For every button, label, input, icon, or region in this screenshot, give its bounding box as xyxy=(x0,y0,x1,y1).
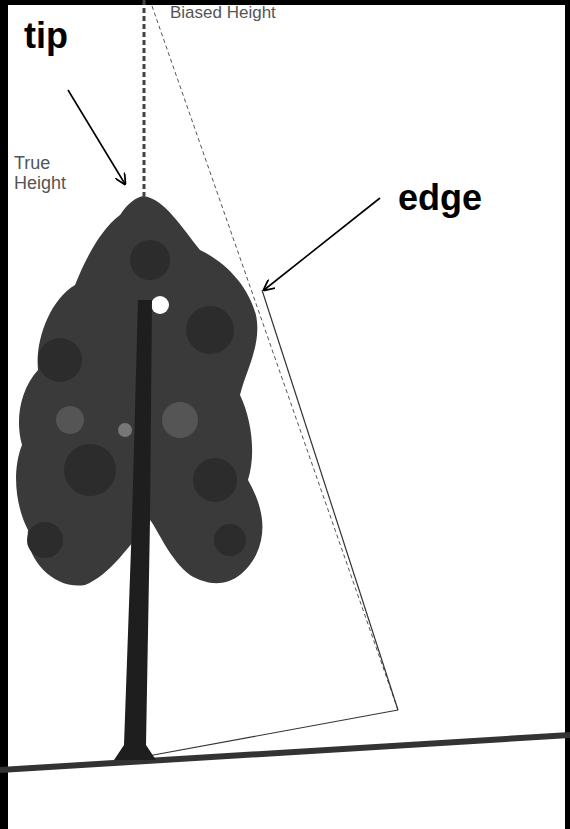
frame-bar xyxy=(565,0,570,829)
ground-line xyxy=(0,735,570,770)
base-sight-line xyxy=(148,710,398,756)
frame-bar xyxy=(0,0,570,5)
leader-arrow xyxy=(264,198,380,290)
true-height-line xyxy=(143,0,146,196)
leader-arrow xyxy=(68,90,125,184)
edge-sight-line xyxy=(262,290,398,710)
tree-trunk xyxy=(114,300,156,760)
frame-bar xyxy=(0,0,8,829)
callout-label: edge xyxy=(398,178,548,218)
callout-label: tip xyxy=(24,16,114,56)
height-label: True Height xyxy=(14,154,74,194)
height-label: Biased Height xyxy=(170,4,310,23)
